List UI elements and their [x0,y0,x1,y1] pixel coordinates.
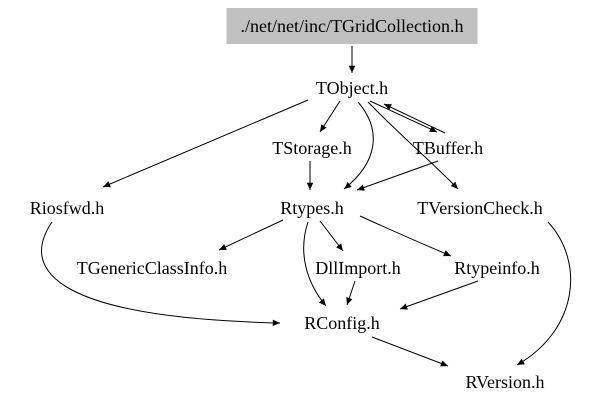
graph-node-RConfig[interactable]: RConfig.h [304,313,380,333]
edge-TVersionCheck-to-RVersion [516,221,572,366]
graph-node-TGenericClassInfo[interactable]: TGenericClassInfo.h [76,258,228,278]
graph-node-Rtypes[interactable]: Rtypes.h [280,198,344,218]
graph-node-RVersion[interactable]: RVersion.h [465,372,545,392]
graph-node-root: ./net/net/inc/TGridCollection.h [226,8,478,44]
edge-RConfig-to-RVersion [371,336,449,367]
edge-TBuffer-to-Rtypes [356,160,439,191]
graph-node-DllImport[interactable]: DllImport.h [315,258,401,278]
graph-node-TStorage[interactable]: TStorage.h [272,138,352,158]
edge-Rtypes-to-Rtypeinfo [359,215,452,257]
graph-node-TVersionCheck[interactable]: TVersionCheck.h [417,198,543,218]
edge-TObject-to-TStorage [319,100,341,133]
graph-node-Rtypeinfo[interactable]: Rtypeinfo.h [454,258,540,278]
graph-node-TObject[interactable]: TObject.h [315,78,389,98]
edge-TBuffer-to-TObject [383,103,446,134]
graph-node-Riosfwd[interactable]: Riosfwd.h [29,198,105,218]
edge-TObject-to-TBuffer [369,100,438,133]
edge-Rtypes-to-TGenericClassInfo [218,219,284,251]
graph-node-TBuffer[interactable]: TBuffer.h [412,138,484,158]
edge-DllImport-to-RConfig [346,280,356,306]
edge-Rtypeinfo-to-RConfig [399,280,479,310]
edge-Rtypes-to-DllImport [319,220,344,252]
